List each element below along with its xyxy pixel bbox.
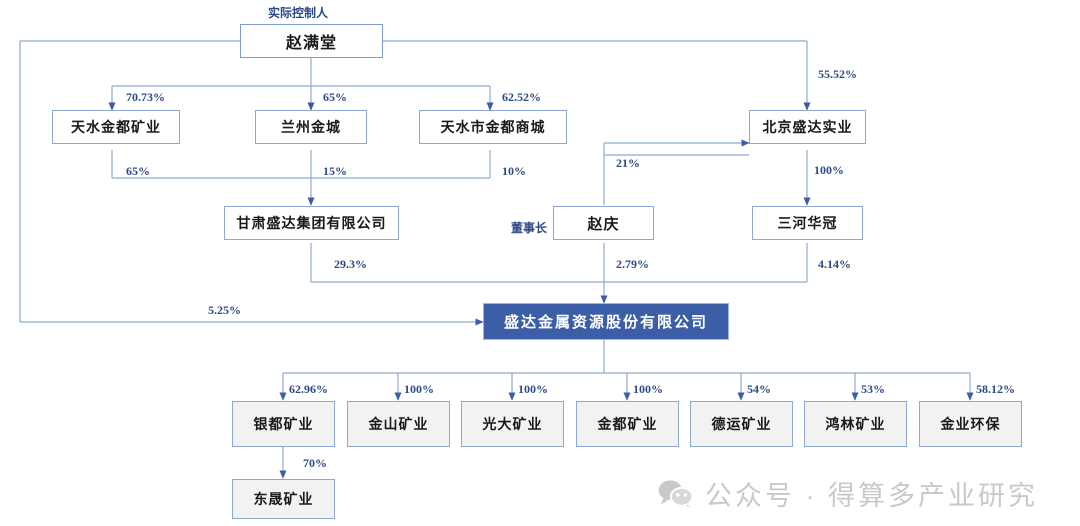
node-lanzhou-jincheng[interactable]: 兰州金城 [255,110,367,144]
edge-label-beijing-shengda-sanhe: 100% [814,163,844,177]
node-jinshan-mining[interactable]: 金山矿业 [347,401,450,447]
node-dongsheng-mining[interactable]: 东晟矿业 [232,479,335,519]
edge-label-lanzhou-group: 15% [323,164,347,178]
node-tianshui-jindu-mining[interactable]: 天水金都矿业 [52,110,180,144]
actual-controller-label: 实际控制人 [268,6,329,20]
edge-label-sanhe-listed: 4.14% [818,257,851,271]
node-sanhe-huaguan[interactable]: 三河华冠 [752,206,863,240]
node-jindu-mining[interactable]: 金都矿业 [576,401,679,447]
edge-label-listed-jindu: 100% [633,382,663,396]
node-yindu-mining[interactable]: 银都矿业 [232,401,335,447]
edge-label-yindu-dongsheng: 70% [303,456,327,470]
wechat-icon [658,479,694,510]
edge-label-listed-yindu: 62.96% [289,382,328,396]
node-tianshui-jindu-mall[interactable]: 天水市金都商城 [419,110,567,144]
edge-label-tianshui-mall-group: 10% [502,164,526,178]
edge-label-controller-tianshui-mall: 62.52% [502,90,541,104]
edge-label-listed-jinshan: 100% [404,382,434,396]
edge-label-controller-lanzhou: 65% [323,90,347,104]
node-guangda-mining[interactable]: 光大矿业 [461,401,564,447]
edge-label-listed-jinye: 58.12% [976,382,1015,396]
edge-label-controller-beijing-shengda: 55.52% [818,67,857,81]
node-deyun-mining[interactable]: 德运矿业 [690,401,793,447]
node-zhaoqing[interactable]: 赵庆 [553,206,654,240]
edge-label-listed-guangda: 100% [518,382,548,396]
edge-label-listed-honglin: 53% [861,382,885,396]
edge-label-controller-listed: 5.25% [208,303,241,317]
node-gansu-shengda-group[interactable]: 甘肃盛达集团有限公司 [224,206,399,240]
watermark: 公众号 · 得算多产业研究 [657,474,1038,513]
edge-label-zhaoqing-beijing-shengda: 21% [616,156,640,170]
edge-label-controller-tianshui-mining: 70.73% [126,90,165,104]
node-honglin-mining[interactable]: 鸿林矿业 [804,401,907,447]
chairman-label: 董事长 [511,221,548,235]
edge-label-tianshui-mining-group: 65% [126,164,150,178]
node-controller[interactable]: 赵满堂 [240,24,383,58]
edge-label-group-listed: 29.3% [334,257,367,271]
node-beijing-shengda[interactable]: 北京盛达实业 [749,110,866,144]
node-jinye-env[interactable]: 金业环保 [919,401,1022,447]
node-listed-company[interactable]: 盛达金属资源股份有限公司 [483,303,729,340]
edge-label-zhaoqing-listed: 2.79% [616,257,649,271]
edge-label-listed-deyun: 54% [747,382,771,396]
watermark-text: 公众号 · 得算多产业研究 [705,481,1038,511]
